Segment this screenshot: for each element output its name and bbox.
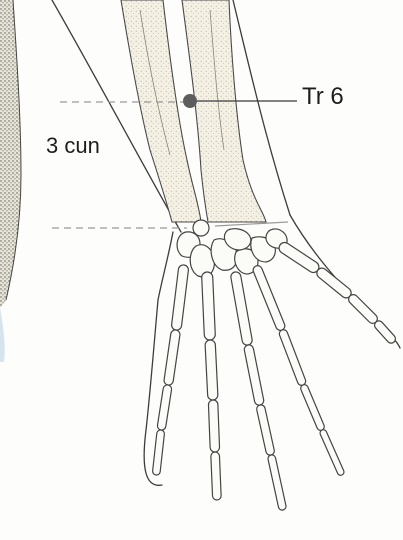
thumb-bone-4 bbox=[373, 319, 397, 345]
radius-bone bbox=[182, 0, 266, 222]
index-bone-4 bbox=[152, 430, 165, 476]
index-bone-2 bbox=[163, 329, 180, 385]
hand-bones bbox=[152, 240, 397, 510]
ring-bone-1 bbox=[230, 271, 253, 346]
ring-bone-2 bbox=[243, 344, 264, 406]
distance-label: 3 cun bbox=[46, 133, 100, 159]
thumb-bone-1 bbox=[277, 240, 321, 274]
thumb-bone-3 bbox=[347, 293, 380, 326]
ring-bone-3 bbox=[256, 404, 275, 456]
acupoint-marker bbox=[183, 94, 197, 108]
thumb-bone-2 bbox=[315, 266, 353, 300]
little-bone-2 bbox=[278, 329, 307, 387]
little-bone-3 bbox=[300, 384, 326, 432]
adjacent-figure-edge bbox=[0, 0, 21, 308]
little-bone-4 bbox=[319, 429, 345, 477]
wrist-crease-line bbox=[215, 222, 288, 226]
middle-bone-3 bbox=[208, 400, 219, 452]
index-bone-1 bbox=[171, 264, 189, 330]
carpal-bones bbox=[177, 220, 287, 277]
point-label: Tr 6 bbox=[302, 83, 344, 111]
ring-bone-4 bbox=[267, 454, 286, 511]
middle-bone-4 bbox=[211, 452, 222, 500]
little-bone-1 bbox=[252, 264, 286, 331]
middle-bone-2 bbox=[205, 340, 218, 401]
index-bone-3 bbox=[157, 384, 172, 430]
middle-bone-1 bbox=[202, 272, 216, 340]
